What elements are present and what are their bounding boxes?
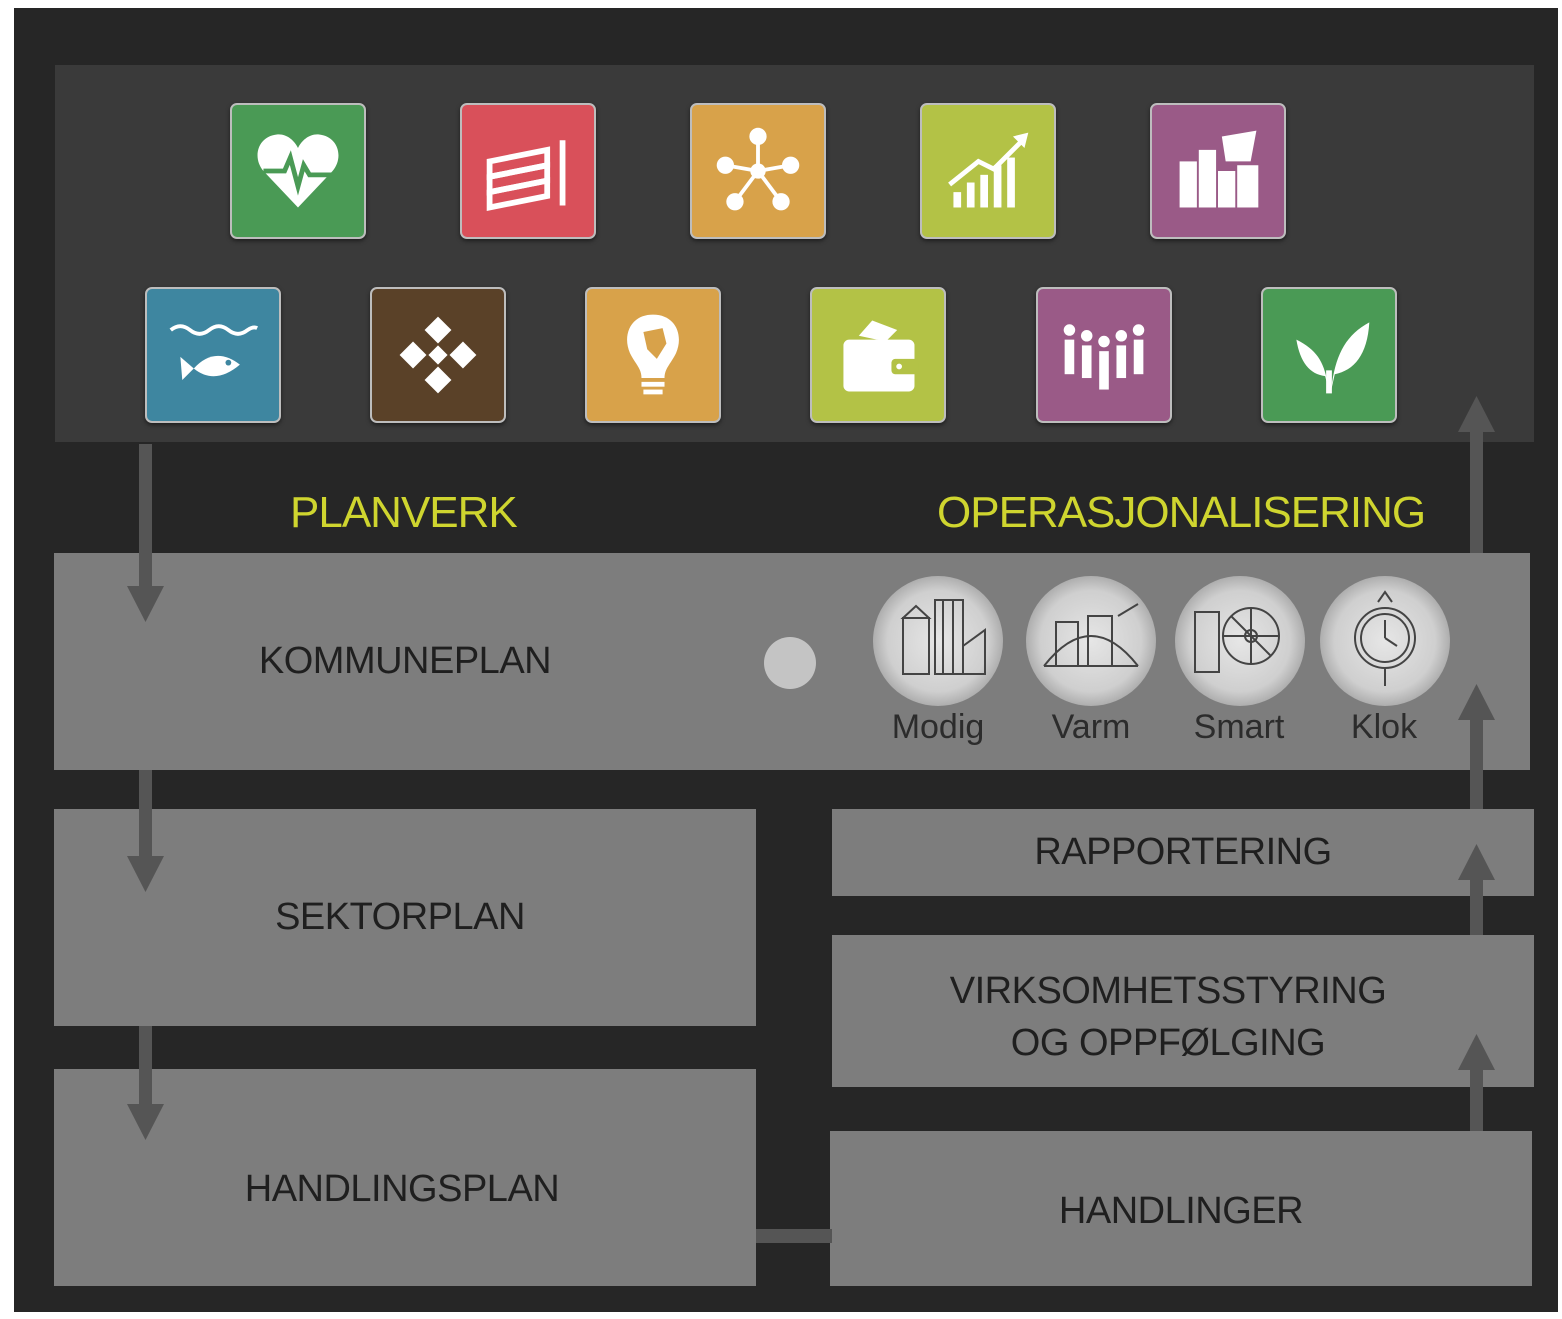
bridge-sketch-icon [1026,576,1156,706]
puzzle-icon [370,287,506,423]
value-label-varm: Varm [1051,708,1131,746]
books-icon [460,103,596,239]
virksomhet-line1: VIRKSOMHETSSTYRING [949,970,1387,1012]
value-label-smart: Smart [1193,708,1285,746]
leaf-icon [1261,287,1397,423]
operasjonalisering-heading: OPERASJONALISERING [937,488,1426,537]
value-label-klok: Klok [1350,708,1418,746]
sektorplan-label: SEKTORPLAN [275,896,525,938]
lightbulb-map-icon [585,287,721,423]
virksomhet-line2: OG OPPFØLGING [1010,1022,1326,1064]
rapportering-label: RAPPORTERING [1034,831,1332,873]
handlingsplan-box: HANDLINGSPLAN [54,1069,756,1286]
planverk-heading: PLANVERK [290,488,518,537]
handlingsplan-label: HANDLINGSPLAN [244,1168,560,1210]
people-icon [1036,287,1172,423]
fish-water-icon [145,287,281,423]
growth-chart-icon [920,103,1056,239]
connector-dot [764,637,816,689]
kommuneplan-label: KOMMUNEPLAN [258,640,552,682]
building-sketch-icon [873,576,1003,706]
clock-sketch-icon [1320,576,1450,706]
heart-pulse-icon [230,103,366,239]
wheel-sketch-icon [1175,576,1305,706]
handlinger-label: HANDLINGER [1058,1190,1304,1232]
virksomhetsstyring-box: VIRKSOMHETSSTYRING OG OPPFØLGING [832,935,1534,1087]
handlinger-box: HANDLINGER [830,1131,1532,1286]
sektorplan-box: SEKTORPLAN [54,809,756,1026]
value-label-modig: Modig [891,708,985,746]
city-icon [1150,103,1286,239]
rapportering-box: RAPPORTERING [832,809,1534,896]
network-icon [690,103,826,239]
wallet-icon [810,287,946,423]
